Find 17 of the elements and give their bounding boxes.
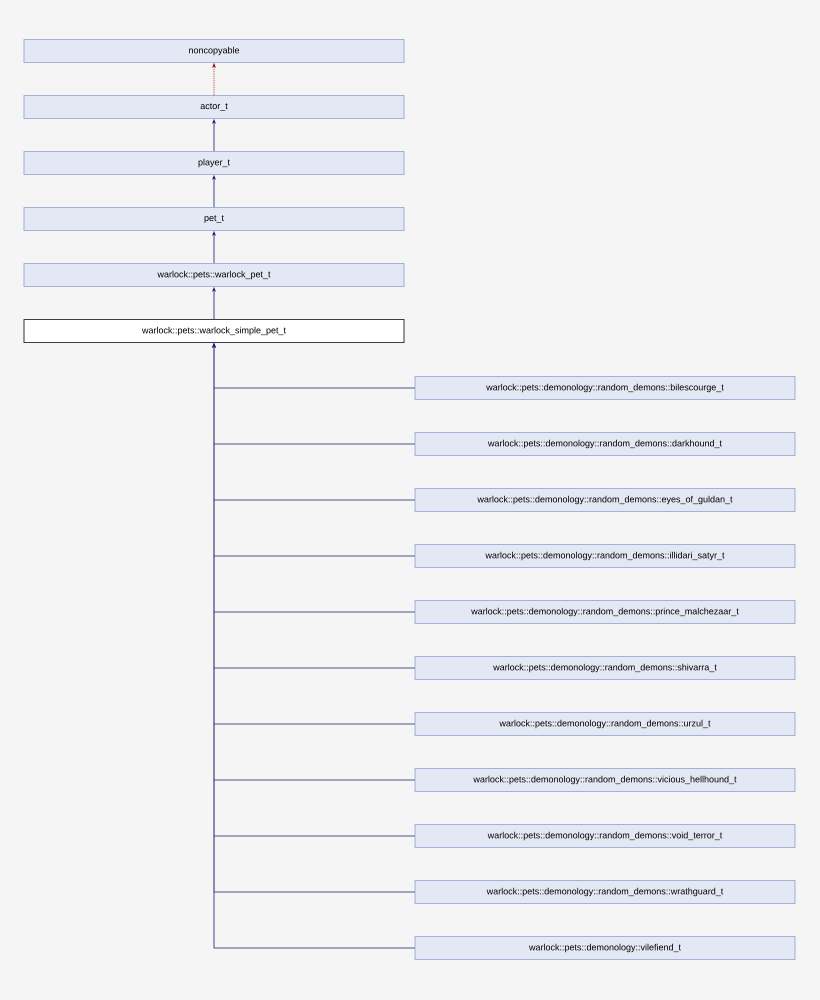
class-box: warlock::pets::demonology::random_demons::shivarra_t [414,656,796,680]
class-box: warlock::pets::demonology::random_demons::eyes_of_guldan_t [414,488,796,512]
class-box: warlock::pets::warlock_simple_pet_t [24,319,404,343]
class-box: warlock::pets::demonology::random_demons::urzul_t [414,712,796,736]
class-box: warlock::pets::demonology::random_demons::void_terror_t [414,824,796,848]
class-box: warlock::pets::demonology::random_demons::wrathguard_t [414,880,796,904]
class-box: warlock::pets::demonology::random_demons::bilescourge_t [414,376,796,400]
class-box: actor_t [24,95,404,119]
class-box: warlock::pets::warlock_pet_t [24,263,404,287]
class-box: warlock::pets::demonology::vilefiend_t [414,936,796,960]
class-box: player_t [24,151,404,175]
class-box: warlock::pets::demonology::random_demons::vicious_hellhound_t [414,768,796,792]
class-box: pet_t [24,207,404,231]
class-box: warlock::pets::demonology::random_demons::illidari_satyr_t [414,544,796,568]
class-box: noncopyable [24,39,404,63]
class-box: warlock::pets::demonology::random_demons::darkhound_t [414,432,796,456]
class-box: warlock::pets::demonology::random_demons::prince_malchezaar_t [414,600,796,624]
